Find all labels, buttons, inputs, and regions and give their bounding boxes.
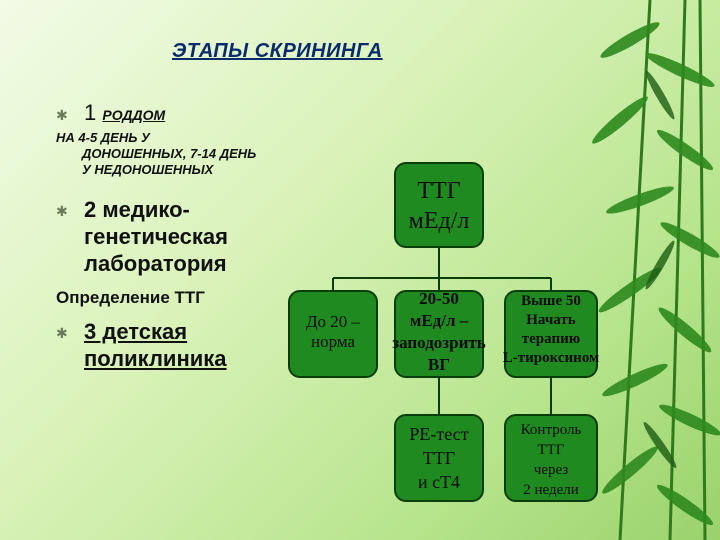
treat-line: Начать [526, 312, 576, 328]
ttg-root-box [394, 162, 484, 248]
asterisk-bullet-icon: ✱ [56, 203, 68, 219]
normal-line: До 20 – [305, 312, 361, 331]
retest-line: и сТ4 [417, 472, 461, 492]
control-line: 2 недели [523, 482, 579, 498]
normal-box [288, 290, 378, 378]
normal-line: норма [310, 332, 356, 351]
retest-text: РЕ-тест ТТГ и сТ4 [390, 422, 488, 494]
retest-box [394, 414, 484, 502]
treat-box [504, 290, 598, 378]
treat-line: Выше 50 [521, 293, 581, 309]
suspect-line: мЕд/л – [409, 311, 469, 330]
stage-3: 3 детская поликлиника [84, 318, 274, 372]
retest-line: РЕ-тест [409, 424, 469, 444]
stage-1-detail: НА 4-5 ДЕНЬ У ДОНОШЕННЫХ, 7-14 ДЕНЬ У НЕ… [56, 130, 306, 178]
suspect-line: 20-50 [419, 289, 459, 308]
treat-line: терапию [521, 331, 581, 347]
control-line: Контроль [520, 422, 582, 438]
bamboo-leaves-decoration [592, 0, 720, 540]
suspect-line: заподозрить [392, 333, 486, 352]
stage-2-line: 2 медико- [84, 197, 190, 222]
treat-line: L-тироксином [502, 350, 600, 366]
asterisk-bullet-icon: ✱ [56, 107, 68, 123]
ttg-root-text: ТТГ мЕд/л [394, 176, 484, 236]
control-text: Контроль ТТГ через 2 недели [500, 420, 602, 500]
asterisk-bullet-icon: ✱ [56, 325, 68, 341]
stage-3-line: поликлиника [84, 346, 227, 371]
stage-1-detail-line: НА 4-5 ДЕНЬ У [56, 130, 150, 145]
treat-text: Выше 50 Начать терапию L-тироксином [494, 292, 608, 368]
control-line: через [533, 462, 569, 478]
stage-2-detail: Определение ТТГ [56, 288, 205, 307]
stage-2-line: генетическая [84, 224, 228, 249]
stage-1-detail-line: ДОНОШЕННЫХ, 7-14 ДЕНЬ [82, 146, 257, 161]
page-title: ЭТАПЫ СКРИНИНГА [172, 40, 383, 62]
stage-3-line: 3 детская [84, 319, 188, 344]
stage-1-detail-line: У НЕДОНОШЕННЫХ [82, 162, 214, 177]
suspect-box [394, 290, 484, 378]
suspect-text: 20-50 мЕд/л – заподозрить ВГ [374, 288, 504, 376]
stage-2: 2 медико- генетическая лаборатория [84, 196, 274, 277]
ttg-root-line: мЕд/л [408, 208, 470, 234]
suspect-line: ВГ [427, 355, 451, 374]
control-box [504, 414, 598, 502]
retest-line: ТТГ [422, 448, 456, 468]
stage-1-number: 1 [84, 100, 97, 125]
control-line: ТТГ [537, 442, 565, 458]
ttg-root-line: ТТГ [417, 178, 461, 204]
normal-text: До 20 – норма [282, 312, 384, 352]
stage-1-label: РОДДОМ [102, 107, 166, 123]
stage-2-line: лаборатория [84, 251, 227, 276]
stage-1: 1 РОДДОМ [84, 100, 165, 126]
